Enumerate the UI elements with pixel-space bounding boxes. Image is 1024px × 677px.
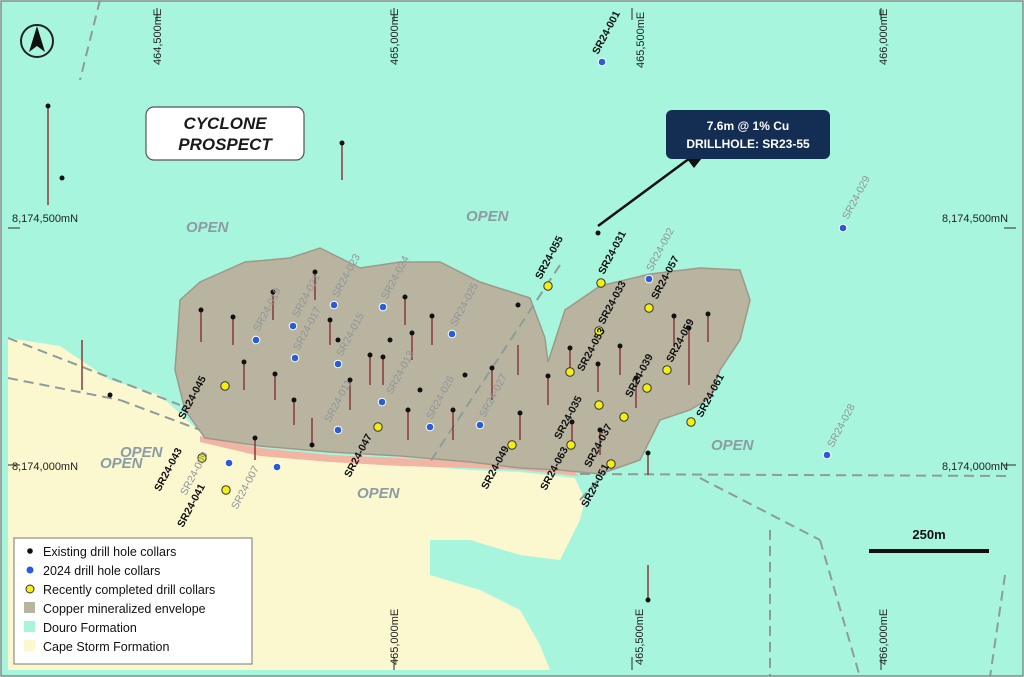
grid-ticks — [8, 8, 1016, 670]
legend-item-envelope: Copper mineralized envelope — [43, 602, 206, 616]
fault-lines — [7, 0, 1011, 677]
callout-line-1: 7.6m @ 1% Cu — [707, 119, 789, 133]
prospect-title-box: CYCLONE PROSPECT — [145, 106, 305, 161]
open-label-north-left: OPEN — [186, 219, 230, 236]
legend-item-douro: Douro Formation — [43, 621, 137, 635]
northing-label-left-top: 8,174,500mN — [12, 213, 78, 225]
legend-douro-swatch — [24, 621, 35, 632]
title-line-1: CYCLONE — [183, 114, 267, 133]
easting-label-2: 465,000mE — [389, 9, 401, 65]
northing-label-right-top: 8,174,500mN — [942, 213, 1008, 225]
open-label-west-lower: OPEN — [100, 455, 144, 472]
legend-item-2024: 2024 drill hole collars — [43, 564, 160, 578]
legend: Existing drill hole collars 2024 drill h… — [13, 537, 253, 665]
open-label-east: OPEN — [711, 437, 755, 454]
open-label-west: OPEN — [120, 444, 164, 461]
mineralized-envelope — [174, 247, 751, 475]
legend-item-recent: Recently completed drill collars — [43, 583, 215, 597]
northing-label-left-bottom: 8,174,000mN — [12, 461, 78, 473]
legend-item-existing: Existing drill hole collars — [43, 545, 176, 559]
callout-line-2: DRILLHOLE: SR23-55 — [686, 137, 810, 151]
northing-label-right-bottom: 8,174,000mN — [942, 461, 1008, 473]
open-label-north-center: OPEN — [466, 208, 510, 225]
contact-band — [200, 436, 578, 476]
legend-envelope-swatch — [24, 602, 35, 613]
collars-2024 — [224, 57, 848, 472]
easting-label-4: 466,000mE — [878, 9, 890, 65]
scale-bar: 250m — [869, 527, 989, 553]
scale-label: 250m — [912, 527, 945, 542]
legend-2024-icon — [26, 566, 34, 574]
legend-cape-storm-swatch — [24, 640, 35, 651]
legend-item-cape-storm: Cape Storm Formation — [43, 640, 169, 654]
bottom-easting-label-3: 466,000mE — [878, 609, 890, 665]
drill-traces — [47, 106, 709, 600]
legend-recent-icon — [25, 584, 35, 594]
bottom-easting-label-2: 465,500mE — [634, 609, 646, 665]
open-label-south: OPEN — [357, 485, 401, 502]
existing-collars — [45, 103, 711, 603]
drillhole-callout: 7.6m @ 1% Cu DRILLHOLE: SR23-55 — [597, 110, 830, 228]
easting-label-3: 465,500mE — [635, 12, 647, 68]
bottom-easting-label-1: 465,000mE — [389, 609, 401, 665]
legend-existing-icon — [27, 548, 33, 554]
north-arrow-icon — [20, 24, 54, 58]
recent-collars — [197, 278, 696, 495]
title-line-2: PROSPECT — [178, 135, 273, 154]
easting-label-1: 464,500mE — [152, 9, 164, 65]
